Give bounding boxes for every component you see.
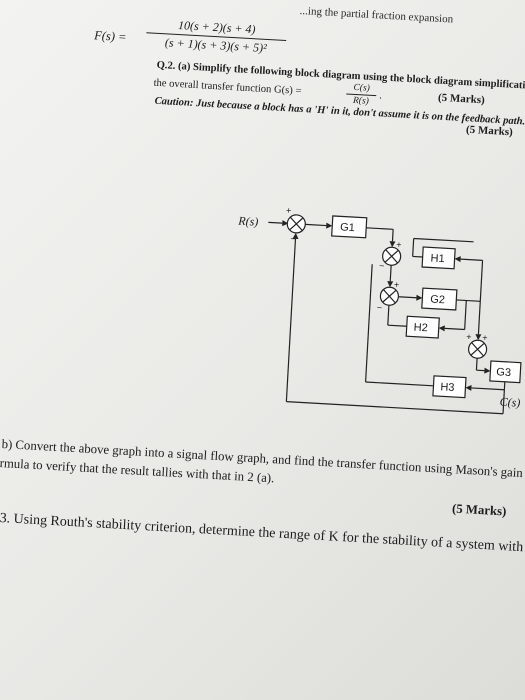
block-g3-label: G3	[496, 366, 511, 379]
summing-junction-3: + −	[376, 279, 400, 313]
summing-junction-2: + −	[379, 240, 402, 271]
block-h1-label: H1	[430, 252, 445, 265]
svg-text:+: +	[396, 240, 402, 250]
svg-text:+: +	[394, 279, 400, 289]
block-h3-label: H3	[440, 381, 455, 394]
block-g2-label: G2	[430, 294, 445, 307]
input-label: R(s)	[237, 214, 259, 229]
block-g1-label: G1	[340, 221, 355, 234]
svg-text:+: +	[482, 332, 488, 342]
svg-text:−: −	[379, 261, 385, 271]
svg-text:+: +	[286, 205, 292, 215]
svg-text:−: −	[376, 303, 382, 313]
block-h2-label: H2	[413, 322, 428, 335]
svg-text:+: +	[466, 332, 472, 342]
output-label: C(s)	[499, 395, 520, 410]
marks-q2b: (5 Marks)	[451, 501, 507, 519]
summing-junction-4: + +	[466, 332, 488, 359]
